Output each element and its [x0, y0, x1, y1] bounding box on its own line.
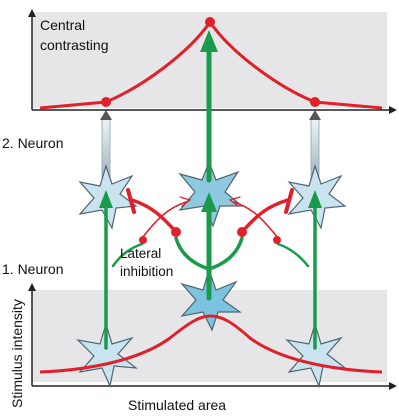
excite-center-arrowhead-mid	[201, 192, 217, 212]
synapse-dot-right	[237, 227, 247, 237]
neuron-1-left	[76, 321, 138, 388]
response-point-center	[205, 17, 215, 27]
synapse-dot-left	[171, 227, 181, 237]
response-point-right	[310, 97, 320, 107]
stimulus-intensity-curve	[39, 314, 383, 374]
inhibit-bar-left	[126, 188, 136, 214]
neuron-2-center	[178, 160, 244, 228]
axon-arrowhead-right	[309, 110, 321, 120]
first-order-neurons	[76, 268, 347, 388]
neuron-1-center	[180, 268, 242, 332]
inhibit-right-to-center	[233, 201, 279, 239]
second-order-neurons	[78, 160, 347, 230]
excite-left-arrowhead	[99, 190, 113, 208]
inhibit-bar-right	[284, 188, 294, 214]
excitatory-paths	[99, 30, 322, 350]
lateral-label-line2: inhibition	[120, 264, 173, 279]
y-axis-label: Stimulus intensity	[9, 299, 25, 408]
inhibitory-synapse-dots	[139, 227, 281, 244]
response-points	[101, 17, 320, 107]
neuron-1-right	[285, 321, 347, 388]
inhibit-center-to-left	[130, 198, 178, 234]
neuron2-label: 2. Neuron	[2, 135, 63, 151]
central-label-line2: contrasting	[40, 37, 108, 53]
inhibit-arrowhead-right-to-center	[228, 196, 241, 207]
inhibit-center-to-right	[240, 198, 290, 234]
synapse-dot-right-small	[273, 236, 281, 244]
inhibit-arrowhead-left-to-center	[179, 196, 192, 207]
excite-center-branch-left	[174, 236, 208, 270]
x-axis-label: Stimulated area	[128, 397, 226, 413]
neuron1-label: 1. Neuron	[2, 261, 63, 277]
excite-right-arrowhead	[308, 190, 322, 208]
response-point-left	[101, 97, 111, 107]
lateral-label-line1: Lateral	[120, 246, 161, 261]
axon-arrowhead-left	[100, 110, 112, 120]
central-label-line1: Central	[40, 17, 85, 33]
excite-center-branch-right	[210, 236, 244, 270]
synapse-dot-left-small	[139, 236, 147, 244]
excite-center-arrowhead-top	[200, 30, 218, 52]
lateral-collateral-right	[276, 242, 310, 268]
inhibitory-connections	[126, 188, 294, 239]
inhibit-left-to-center	[141, 201, 187, 239]
lateral-collateral-left	[111, 242, 144, 268]
